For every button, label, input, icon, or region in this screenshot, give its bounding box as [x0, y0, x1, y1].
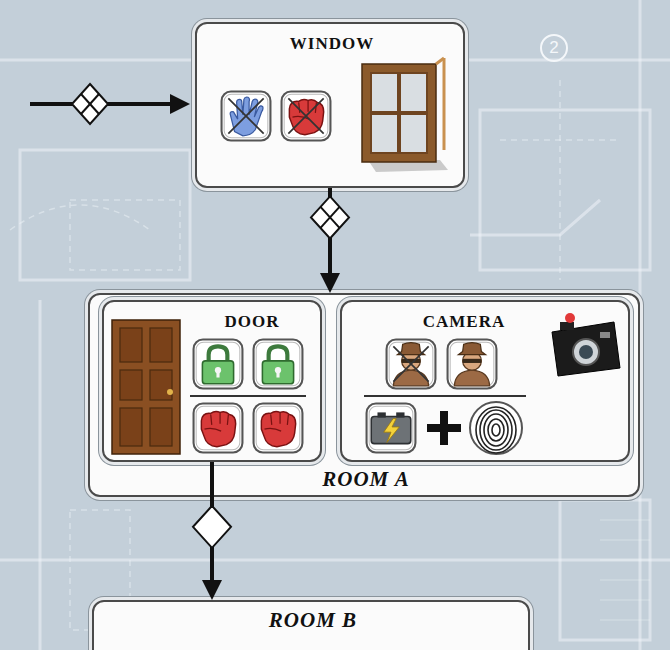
door-box: DOOR — [102, 300, 322, 462]
node-heading: ROOM A — [322, 467, 410, 492]
room-box: ROOM B — [92, 600, 530, 650]
callout-number: 2 — [540, 34, 568, 62]
door-icons — [190, 340, 306, 453]
node-heading: CAMERA — [423, 312, 506, 332]
entry-arrow — [30, 84, 190, 124]
camera-picture — [552, 313, 620, 376]
node-heading: WINDOW — [290, 34, 374, 54]
node-heading: ROOM B — [269, 608, 357, 633]
camera-icons — [364, 340, 526, 454]
flow-connector — [193, 462, 231, 600]
node-heading: DOOR — [225, 312, 280, 332]
camera-box: CAMERA — [340, 300, 630, 462]
window-icons — [222, 92, 331, 141]
window-picture — [362, 58, 448, 172]
room-box: ROOM A DOOR CAMERA — [88, 293, 640, 497]
door-picture — [112, 320, 180, 454]
flow-connector — [311, 188, 349, 293]
window-box: WINDOW — [195, 22, 465, 188]
